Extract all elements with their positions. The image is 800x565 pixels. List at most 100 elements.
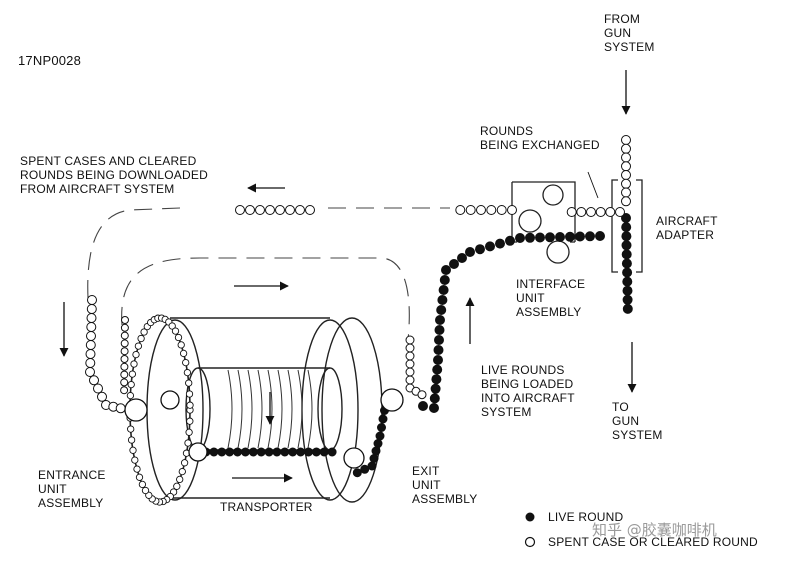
spent-round: [405, 367, 415, 377]
live-round: [375, 431, 385, 441]
spent-round: [140, 328, 148, 336]
spent-round: [126, 391, 135, 400]
live-round: [304, 447, 313, 457]
entrance-spent: [85, 295, 126, 414]
live-round: [437, 295, 448, 305]
doc-id: 17NP0028: [18, 53, 82, 68]
spent-round: [93, 383, 103, 394]
live-round: [311, 447, 321, 457]
live-round: [621, 249, 632, 260]
live-round: [378, 414, 388, 424]
spent-round: [417, 390, 427, 400]
live-round: [272, 447, 282, 457]
live-round: [525, 232, 535, 243]
spent-round: [131, 456, 139, 464]
spent-round: [621, 187, 631, 198]
live-round: [555, 232, 565, 242]
label-transporter: TRANSPORTER: [220, 500, 313, 514]
live-round: [209, 447, 219, 457]
spent-round: [87, 295, 97, 305]
entrance-unit-wheel-small: [160, 390, 180, 410]
spent-round: [621, 135, 631, 145]
spent-round: [507, 205, 517, 215]
live-round: [373, 439, 383, 448]
live-round: [367, 461, 377, 471]
spent-round: [179, 349, 188, 358]
spent-round: [405, 375, 415, 385]
spent-round: [120, 370, 129, 379]
spent-round: [120, 386, 129, 395]
live-round: [505, 235, 515, 246]
live-round: [621, 222, 632, 233]
live-round: [264, 447, 274, 457]
spent-round: [132, 350, 140, 359]
exit-unit-wheel-lower: [343, 447, 365, 469]
live-round: [430, 383, 441, 394]
leader-exchange: [587, 171, 599, 199]
spent-round: [621, 152, 631, 163]
live-round: [432, 364, 443, 375]
spent-round: [295, 205, 305, 215]
spent-round: [120, 339, 129, 348]
spent-round: [176, 475, 184, 484]
spent-round: [566, 207, 577, 217]
transporter-drum: [129, 317, 383, 503]
live-round: [435, 315, 445, 325]
live-round: [431, 374, 442, 385]
watermark: 知乎 @胶囊咖啡机: [592, 521, 717, 539]
spent-round: [405, 343, 415, 353]
spent-round: [615, 207, 625, 217]
spent-round: [621, 170, 631, 180]
live-round: [622, 294, 633, 305]
spent-round: [120, 378, 129, 387]
exit-side-spent: [405, 335, 427, 400]
spent-round: [97, 391, 107, 402]
feed-paths: [87, 207, 450, 341]
live-round: [288, 447, 298, 457]
live-round: [438, 285, 449, 295]
spent-round: [86, 331, 96, 341]
spent-round: [168, 322, 176, 330]
spent-round: [178, 467, 186, 476]
spent-round: [182, 358, 190, 367]
spent-round: [137, 334, 145, 343]
live-round: [352, 468, 362, 478]
live-round: [418, 401, 428, 411]
gun-feed-spent: [621, 135, 631, 207]
rounds-layer: [85, 135, 633, 506]
spent-round: [130, 360, 138, 368]
spent-round: [180, 459, 189, 467]
transporter-end-wheel: [188, 442, 208, 462]
spent-round: [621, 178, 631, 189]
live-round: [621, 231, 632, 242]
live-round: [434, 325, 445, 335]
spent-round: [305, 205, 315, 215]
spent-round: [177, 341, 185, 349]
spent-round: [285, 205, 295, 215]
spent-round: [576, 207, 587, 217]
spent-round: [120, 323, 129, 332]
spent-round: [120, 355, 129, 363]
live-round: [565, 231, 575, 242]
live-round: [217, 447, 227, 457]
live-round: [485, 241, 495, 252]
spent-round: [621, 143, 631, 154]
live-round: [369, 454, 379, 463]
live-round: [622, 267, 633, 278]
spent-round: [595, 207, 606, 217]
live-round: [622, 303, 633, 314]
interface-unit-assembly: [511, 181, 576, 264]
spent-round: [173, 482, 181, 490]
entrance-unit-wheel: [124, 398, 148, 422]
live-round: [495, 238, 505, 249]
live-round: [433, 345, 444, 355]
download-spent-left: [235, 205, 315, 215]
live-loading-path: [418, 231, 605, 413]
spent-round: [127, 425, 135, 433]
spent-round: [129, 446, 137, 454]
